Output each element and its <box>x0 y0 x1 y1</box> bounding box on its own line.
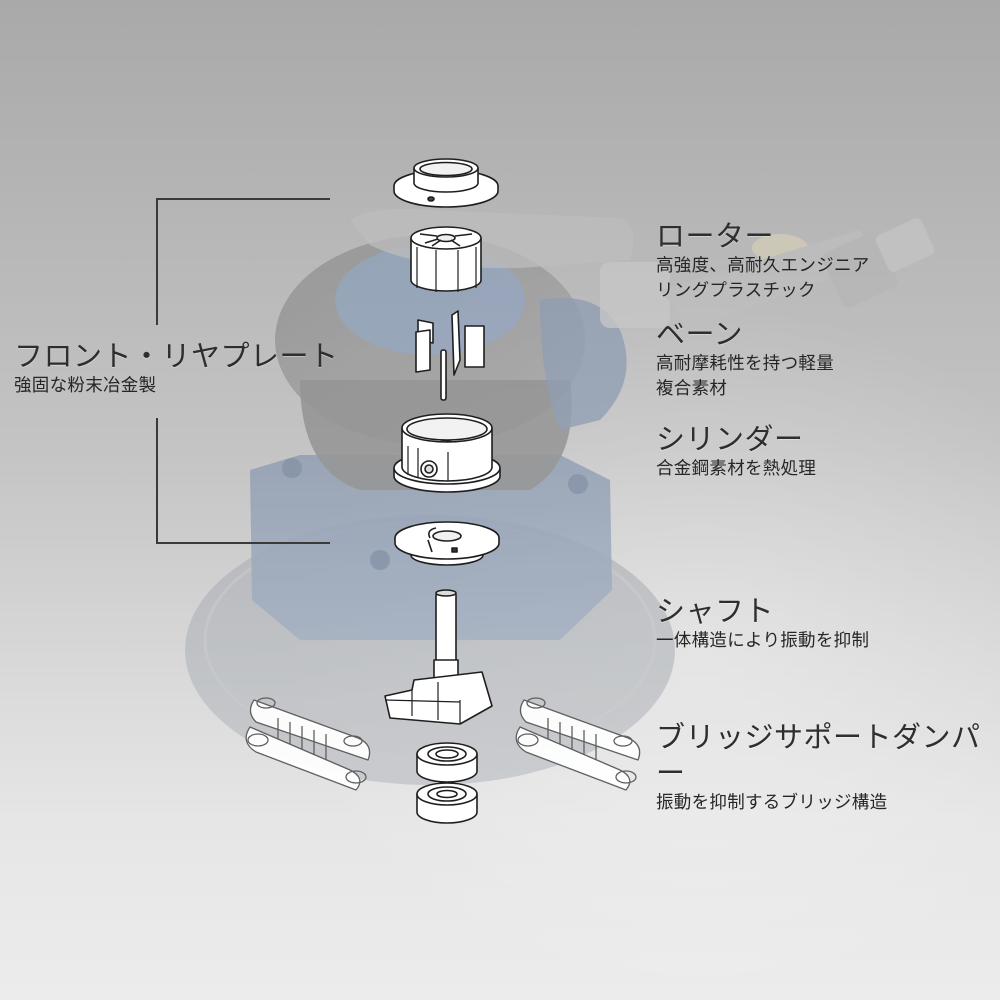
bridge-damper-right-icon <box>515 697 641 791</box>
callout-desc: 高強度、高耐久エンジニア <box>656 256 870 276</box>
bracket-vertical-upper <box>156 198 158 325</box>
bracket-vertical-lower <box>156 418 158 544</box>
bearing-upper-icon <box>416 742 478 783</box>
bearing-lower-icon <box>416 782 478 824</box>
callout-vane: ベーン 高耐摩耗性を持つ軽量 複合素材 <box>656 316 834 402</box>
air-inlet <box>600 218 935 330</box>
callout-title: ブリッジサポートダンパー <box>656 720 981 790</box>
callout-desc: 強固な粉末冶金製 <box>14 376 157 396</box>
callout-title: シリンダー <box>656 422 804 456</box>
callout-front-rear-plate: フロント・リヤプレート 強固な粉末冶金製 <box>14 338 339 399</box>
callout-desc: 複合素材 <box>656 379 728 399</box>
callout-desc: リングプラスチック <box>656 281 816 301</box>
callout-desc: 一体構造により振動を抑制 <box>656 631 870 651</box>
callout-cylinder: シリンダー 合金鋼素材を熱処理 <box>656 421 816 482</box>
rotor-icon <box>410 226 482 292</box>
callout-title: ベーン <box>656 317 744 351</box>
bridge-damper-left-icon <box>245 697 371 791</box>
front-plate-icon <box>393 158 499 208</box>
callout-title: ローター <box>656 219 775 253</box>
callout-rotor: ローター 高強度、高耐久エンジニア リングプラスチック <box>656 218 870 304</box>
callout-desc: 振動を抑制するブリッジ構造 <box>656 793 888 813</box>
callout-desc: 合金鋼素材を熱処理 <box>656 459 817 479</box>
bracket-bottom-line <box>156 542 330 544</box>
bracket-top-line <box>156 198 330 200</box>
callout-desc: 高耐摩耗性を持つ軽量 <box>656 354 834 374</box>
vanes-icon <box>415 310 485 401</box>
callout-title: シャフト <box>656 594 775 628</box>
shaft-icon <box>384 589 493 725</box>
callout-title: フロント・リヤプレート <box>14 339 339 373</box>
rear-plate-icon <box>394 521 500 566</box>
callout-bridge-damper: ブリッジサポートダンパー 振動を抑制するブリッジ構造 <box>656 719 1000 816</box>
cylinder-icon <box>393 413 501 493</box>
callout-shaft: シャフト 一体構造により振動を抑制 <box>656 593 869 654</box>
